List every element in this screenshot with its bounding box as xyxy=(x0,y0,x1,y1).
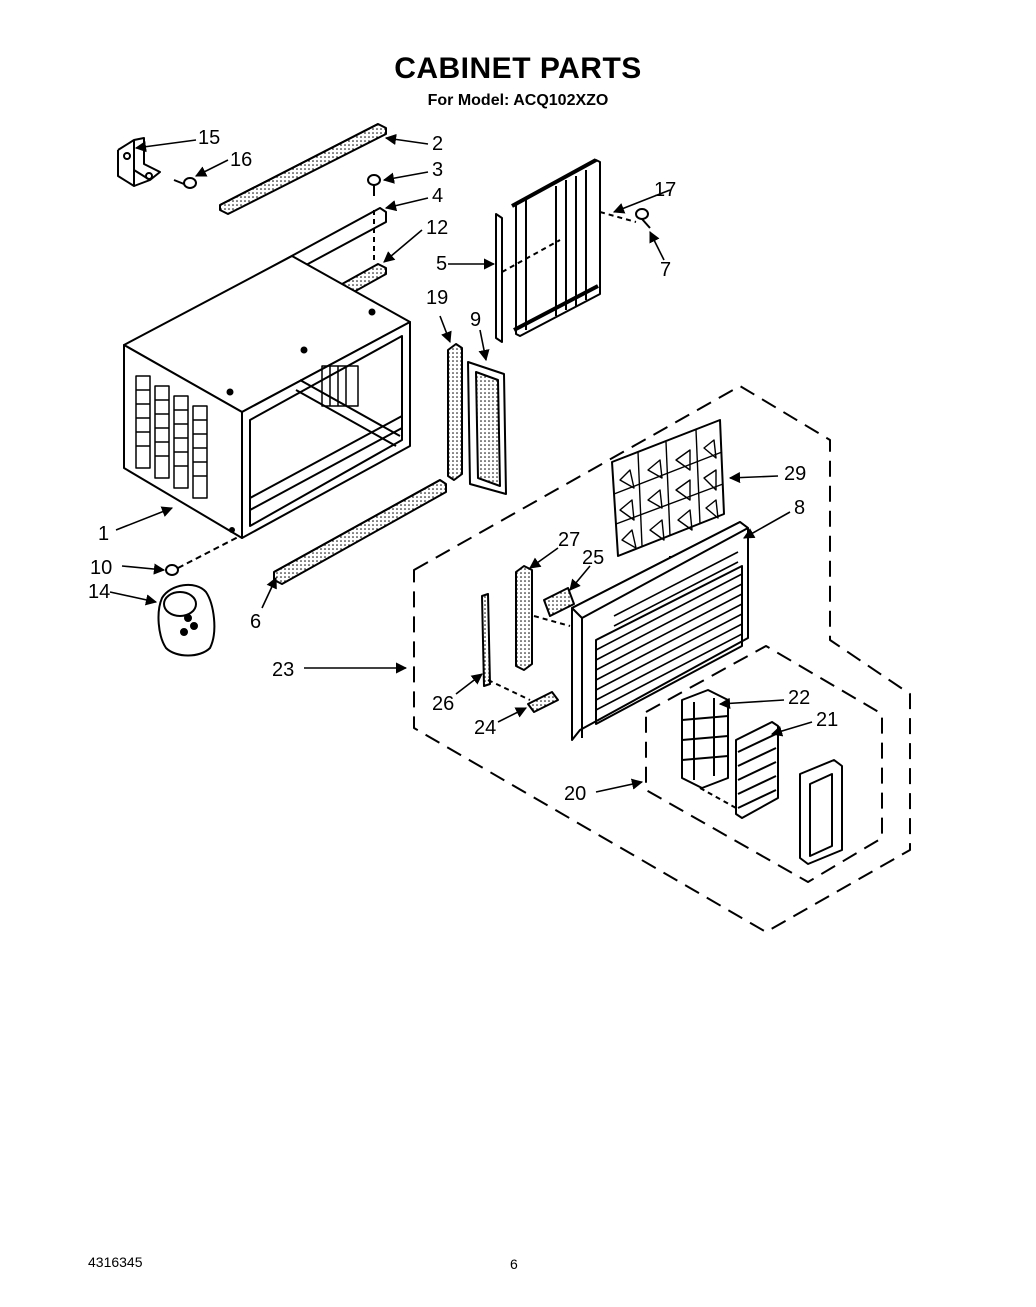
callout-29: 29 xyxy=(784,463,806,485)
callout-14: 14 xyxy=(88,581,110,603)
callout-1: 1 xyxy=(98,523,109,545)
part-20-frame xyxy=(799,759,843,865)
callout-2: 2 xyxy=(432,133,443,155)
callout-21: 21 xyxy=(816,709,838,731)
page-title: CABINET PARTS xyxy=(394,52,642,85)
callout-12: 12 xyxy=(426,217,448,239)
model-subtitle: For Model: ACQ102XZO xyxy=(427,92,609,109)
part-14-mount xyxy=(157,583,216,657)
part-9-filter-panel xyxy=(467,361,507,495)
part-1-cabinet xyxy=(123,255,411,539)
part-16-screw xyxy=(173,177,197,189)
document-number: 4316345 xyxy=(88,1254,143,1270)
callout-3: 3 xyxy=(432,159,443,181)
callout-25: 25 xyxy=(582,547,604,569)
part-19-seal xyxy=(447,343,463,481)
callout-27: 27 xyxy=(558,529,580,551)
part-17-screw xyxy=(635,208,651,229)
callout-6: 6 xyxy=(250,611,261,633)
callout-5: 5 xyxy=(436,253,447,275)
callout-17: 17 xyxy=(654,179,676,201)
callout-9: 9 xyxy=(470,309,481,331)
part-24-small-pad xyxy=(527,691,559,713)
part-25-pad xyxy=(543,587,575,617)
callout-4: 4 xyxy=(432,185,443,207)
callout-20: 20 xyxy=(564,783,586,805)
part-21-louver-stack xyxy=(699,721,779,819)
callout-16: 16 xyxy=(230,149,252,171)
assembly-boundary-20 xyxy=(645,645,883,883)
callout-7: 7 xyxy=(660,259,671,281)
part-22-louver-frame xyxy=(681,689,729,789)
callout-22: 22 xyxy=(788,687,810,709)
page-number: 6 xyxy=(510,1256,518,1272)
part-26-strip xyxy=(481,593,531,701)
part-5-curtain-frame xyxy=(495,158,637,343)
callout-labels: 15 16 2 3 4 12 17 5 7 19 9 29 8 1 10 14 … xyxy=(88,127,838,805)
part-3-screw xyxy=(367,174,381,196)
callout-26: 26 xyxy=(432,693,454,715)
callout-23: 23 xyxy=(272,659,294,681)
part-8-front-grille xyxy=(533,521,749,741)
leader-lines xyxy=(109,133,813,793)
callout-19: 19 xyxy=(426,287,448,309)
part-27-foam-strip xyxy=(515,565,533,671)
callout-15: 15 xyxy=(198,127,220,149)
callout-24: 24 xyxy=(474,717,496,739)
callout-10: 10 xyxy=(90,557,112,579)
callout-8: 8 xyxy=(794,497,805,519)
part-10-screw xyxy=(165,535,241,576)
assembly-boundary-23 xyxy=(413,385,911,933)
part-29-filter-grille xyxy=(611,419,725,600)
